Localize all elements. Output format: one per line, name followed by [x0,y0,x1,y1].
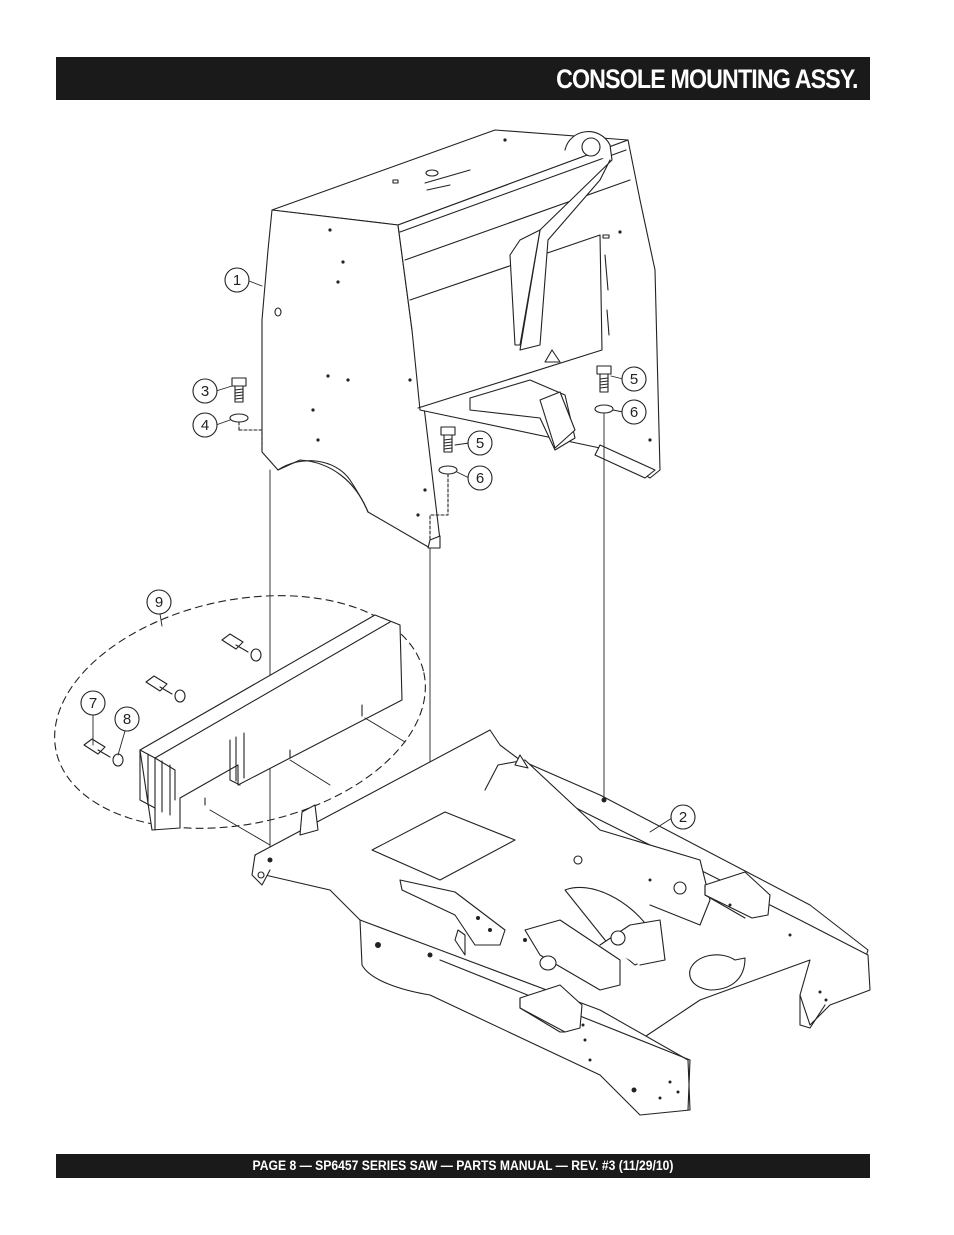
callout-6-center: 6 [467,465,493,491]
page-footer-text: PAGE 8 — SP6457 SERIES SAW — PARTS MANUA… [252,1158,674,1173]
callouts: 1 3 4 5 6 5 6 2 [80,267,696,830]
callout-8: 8 [114,706,140,732]
callout-leaders [92,280,673,833]
page-title: CONSOLE MOUNTING ASSY. [556,64,859,94]
svg-text:6: 6 [476,470,484,487]
callout-1: 1 [224,267,250,293]
console-housing [261,129,661,549]
callout-2: 2 [670,804,696,830]
page-header-bar: CONSOLE MOUNTING ASSY. [56,57,870,100]
bolt-5-right [596,365,612,393]
callout-7: 7 [80,690,106,716]
callout-5-center: 5 [467,430,493,456]
washer-4 [229,413,249,423]
svg-text:1: 1 [233,272,241,289]
page-footer-bar: PAGE 8 — SP6457 SERIES SAW — PARTS MANUA… [56,1154,870,1178]
svg-text:7: 7 [89,695,97,712]
svg-text:8: 8 [123,711,131,728]
svg-text:3: 3 [201,383,209,400]
svg-text:6: 6 [630,404,638,421]
callout-9: 9 [146,589,172,615]
callout-4: 4 [192,412,218,438]
base-frame [251,729,871,1116]
svg-text:4: 4 [201,417,209,434]
washer-6-center [438,465,458,475]
kit-bolts [83,633,262,767]
counterweights [139,614,403,831]
callout-6-right: 6 [621,399,647,425]
callout-3: 3 [192,378,218,404]
bolt-5-center [440,426,456,453]
svg-text:9: 9 [155,594,163,611]
washer-6-right [594,404,614,414]
svg-text:2: 2 [679,809,687,826]
svg-text:5: 5 [630,371,638,388]
svg-text:5: 5 [476,435,484,452]
callout-5-right: 5 [621,366,647,392]
weight-kit-boundary [54,595,426,829]
bolt-3 [231,377,247,403]
